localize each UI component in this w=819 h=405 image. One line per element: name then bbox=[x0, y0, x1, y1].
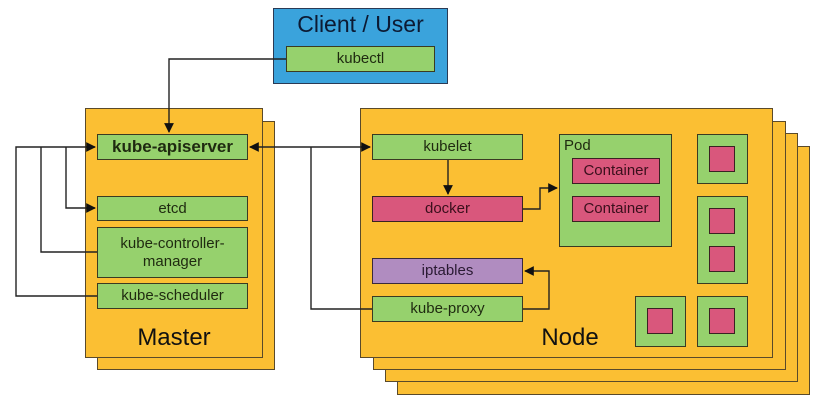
kubectl-box: kubectl bbox=[286, 46, 435, 72]
container-glyph bbox=[709, 246, 735, 272]
container-glyph bbox=[709, 308, 735, 334]
container-box: Container bbox=[572, 196, 660, 222]
kube-scheduler-box: kube-scheduler bbox=[97, 283, 248, 309]
kubelet-box: kubelet bbox=[372, 134, 523, 160]
node-title: Node bbox=[541, 324, 599, 351]
master-title: Master bbox=[137, 324, 211, 351]
client-user-title: Client / User bbox=[297, 11, 424, 37]
container-glyph bbox=[709, 146, 735, 172]
container-glyph bbox=[647, 308, 673, 334]
pod-label: Pod bbox=[564, 137, 591, 154]
etcd-box: etcd bbox=[97, 196, 248, 221]
docker-box: docker bbox=[372, 196, 523, 222]
pod-box: Pod bbox=[559, 134, 672, 247]
iptables-box: iptables bbox=[372, 258, 523, 284]
kube-apiserver-box: kube-apiserver bbox=[97, 134, 248, 160]
container-box: Container bbox=[572, 158, 660, 184]
container-glyph bbox=[709, 208, 735, 234]
kube-controller-manager-box: kube-controller- manager bbox=[97, 227, 248, 278]
kube-proxy-box: kube-proxy bbox=[372, 296, 523, 322]
